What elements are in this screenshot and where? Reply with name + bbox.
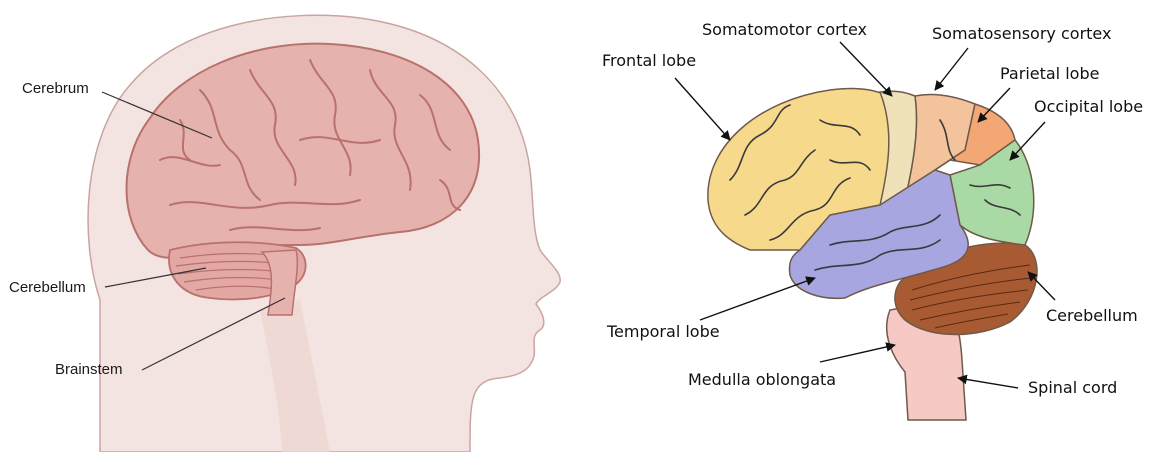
label-brainstem: Brainstem — [55, 361, 123, 378]
label-spinal-cord: Spinal cord — [1028, 378, 1117, 397]
label-somatomotor-cortex: Somatomotor cortex — [702, 20, 867, 39]
label-somatosensory-cortex: Somatosensory cortex — [932, 24, 1111, 43]
label-temporal-lobe: Temporal lobe — [606, 322, 720, 341]
head-illustration — [88, 15, 560, 452]
label-parietal-lobe: Parietal lobe — [1000, 64, 1099, 83]
label-cerebellum-right: Cerebellum — [1046, 306, 1138, 325]
label-frontal-lobe: Frontal lobe — [602, 51, 696, 70]
label-occipital-lobe: Occipital lobe — [1034, 97, 1143, 116]
label-cerebrum: Cerebrum — [22, 80, 89, 97]
label-cerebellum-left: Cerebellum — [9, 279, 86, 296]
label-medulla-oblongata: Medulla oblongata — [688, 370, 836, 389]
